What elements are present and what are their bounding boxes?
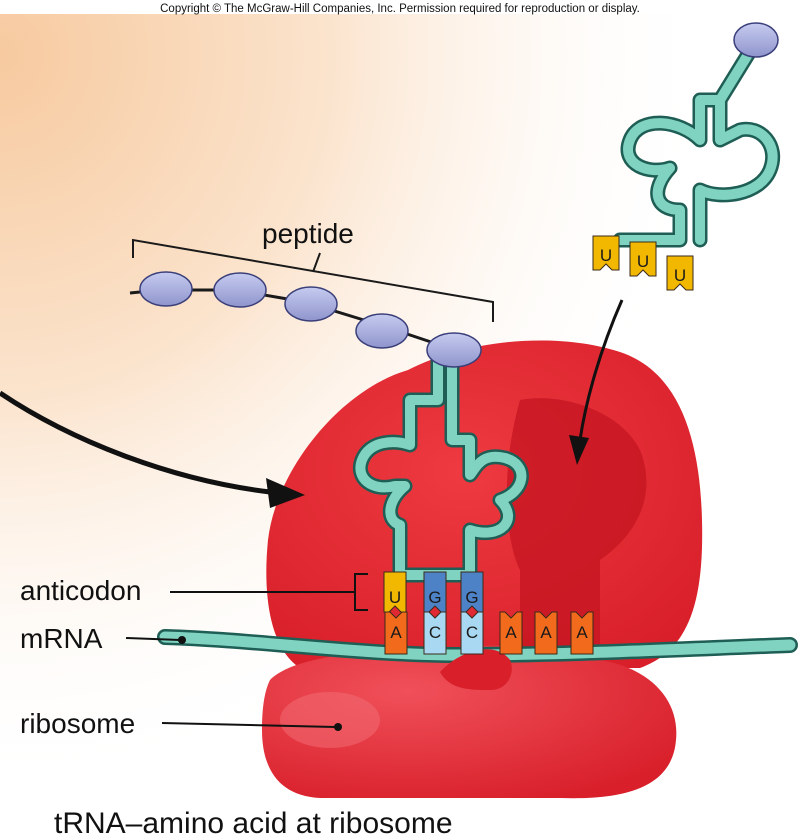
base-shape — [666, 255, 694, 291]
anticodon-leader — [170, 573, 368, 611]
base-shape — [423, 611, 447, 655]
figure-caption: tRNA–amino acid at ribosome — [54, 807, 453, 840]
mrna-strand-fill — [159, 631, 796, 661]
amino-acid — [213, 272, 267, 308]
base-letter: A — [505, 623, 517, 642]
anticodon-base: G — [460, 571, 484, 613]
base-letter: A — [390, 623, 402, 642]
amino-acid — [139, 271, 193, 307]
base-a: A — [534, 611, 558, 655]
base-shape — [629, 241, 657, 277]
anticodon-base: G — [423, 571, 447, 613]
base-letter: C — [429, 623, 441, 642]
ribosome-highlight — [280, 692, 380, 748]
left-arrowhead — [266, 478, 305, 508]
base-g: G — [423, 571, 447, 613]
base-letter: A — [576, 623, 588, 642]
base-u: U — [383, 571, 407, 613]
base-a: A — [384, 611, 408, 655]
incoming-anticodon-bases: U U U — [592, 235, 694, 291]
left-arrow — [0, 390, 271, 495]
base-shape — [384, 611, 408, 655]
right-arrowhead — [569, 435, 589, 465]
ribosome-small-subunit — [262, 645, 677, 799]
base-shape — [534, 611, 558, 655]
base-letter: A — [540, 623, 552, 642]
base-g: G — [460, 571, 484, 613]
base-a: A — [499, 611, 523, 655]
mrna-leader — [125, 637, 181, 641]
base-letter: U — [389, 588, 401, 607]
ribosome-leader-dot — [334, 723, 342, 731]
base-shape — [592, 235, 620, 271]
base-letter: U — [637, 252, 649, 271]
amino-acid — [426, 332, 482, 368]
base-u: U — [592, 235, 620, 271]
amino-acid — [284, 286, 338, 322]
peptide-label: peptide — [262, 218, 354, 249]
copyright-text: Copyright © The McGraw-Hill Companies, I… — [160, 3, 640, 15]
base-u: U — [629, 241, 657, 277]
peptide-chain — [139, 271, 482, 368]
mrna-label: mRNA — [20, 623, 103, 654]
ribosome-overlap — [440, 649, 512, 690]
base-shape — [570, 611, 594, 655]
peptide-bracket — [132, 238, 494, 322]
base-c: C — [460, 611, 484, 655]
ribosome-site-shadow — [506, 398, 647, 650]
base-shape — [460, 611, 484, 655]
base-letter: U — [600, 246, 612, 265]
anticodon-label: anticodon — [20, 575, 141, 606]
base-letter: U — [674, 266, 686, 285]
incoming-trna — [612, 22, 781, 248]
base-c: C — [423, 611, 447, 655]
base-letter: C — [466, 623, 478, 642]
base-letter: G — [428, 588, 441, 607]
base-u: U — [666, 255, 694, 291]
base-letter: G — [465, 588, 478, 607]
base-shape — [499, 611, 523, 655]
right-arrow — [578, 299, 624, 441]
base-a: A — [570, 611, 594, 655]
incoming-trna-body-fill — [615, 43, 778, 245]
ribosome-leader — [161, 722, 336, 728]
amino-acid — [355, 313, 409, 349]
anticodon-base: U — [383, 571, 407, 613]
incoming-amino-acid — [733, 22, 779, 58]
mrna-leader-dot — [178, 636, 186, 644]
ribosome-label: ribosome — [20, 708, 135, 739]
